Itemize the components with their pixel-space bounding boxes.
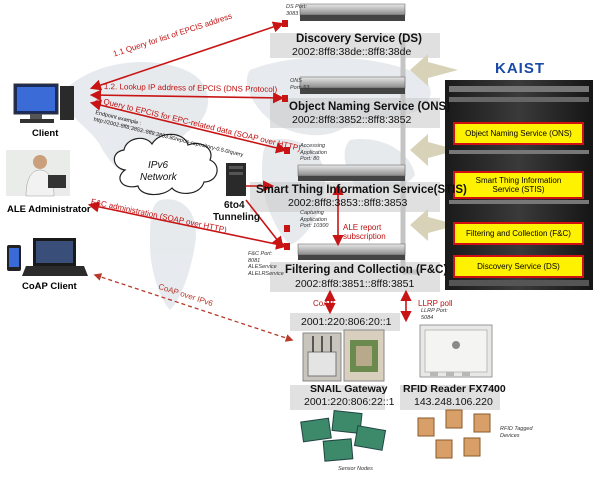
- arrow-query-ds: [89, 21, 285, 91]
- rack-box-stis: Smart Thing Information Service (STIS): [453, 171, 584, 199]
- ds-address: 2002:8ff8:38de::8ff8:38de: [292, 46, 412, 58]
- ale-administrator-label: ALE Administrator: [7, 204, 91, 215]
- main-arrows: [87, 21, 412, 323]
- ds-name: Discovery Service (DS): [296, 33, 422, 45]
- llrp-port: LLRP Port: 5084: [421, 308, 448, 321]
- rfid-tags-photo: [417, 409, 491, 459]
- coap-client-label: CoAP Client: [22, 281, 77, 292]
- gateway-name: SNAIL Gateway: [310, 383, 388, 395]
- server-ons: [299, 76, 406, 94]
- ons-address: 2002:8ff8:3852::8ff8:3852: [292, 114, 412, 126]
- rack-box-ons: Object Naming Service (ONS): [453, 122, 584, 145]
- client-computer-icon: [13, 83, 74, 123]
- rfid-reader-photo: [419, 324, 493, 378]
- ale-report-label: ALE report subscription: [343, 223, 386, 241]
- gateway-address-top: 2001:220:806:20::1: [301, 316, 392, 328]
- stis-address: 2002:8ff8:3853::8ff8:3853: [288, 197, 408, 209]
- rack-box-ds: Discovery Service (DS): [453, 255, 584, 278]
- tunnel-router-icon: [226, 163, 246, 196]
- rack-box-fnc: Filtering and Collection (F&C): [453, 222, 584, 245]
- sensor-nodes-label: Sensor Nodes: [338, 466, 373, 472]
- arrow-lookup-ons: [89, 89, 285, 104]
- reader-name: RFID Reader FX7400: [403, 383, 506, 395]
- ons-port: ONS Port: 53: [290, 78, 310, 91]
- server-fnc: [297, 243, 406, 260]
- tunnel-label-1: 6to4: [224, 200, 245, 211]
- fnc-name: Filtering and Collection (F&C): [285, 264, 448, 276]
- cloud-label-2: Network: [140, 172, 177, 183]
- server-stis: [297, 164, 406, 181]
- gateway-address: 2001:220:806:22::1: [304, 396, 395, 408]
- ds-port: DS Port: 3083: [286, 4, 307, 17]
- reader-address: 143.248.106.220: [414, 396, 493, 408]
- cloud-label-1: IPv6: [148, 160, 169, 171]
- snail-gateway-photos: [302, 329, 385, 382]
- arrow-query-epcis: [89, 99, 288, 154]
- arrow-fnc-admin: [87, 201, 288, 250]
- rack-connector-arrows: [410, 54, 458, 241]
- arrow-tunnel-fnc: [245, 199, 284, 248]
- coap-label: CoAP: [313, 299, 334, 308]
- kaist-logo: KAIST: [495, 60, 545, 77]
- server-ds: [299, 3, 406, 21]
- coap-client-laptop-icon: [7, 238, 88, 276]
- llrp-label: LLRP poll: [418, 299, 453, 308]
- fnc-port: F&C Port: 8081 ALEService ALELRService: [248, 251, 284, 277]
- client-label: Client: [32, 128, 59, 139]
- fnc-capture-port: Capturing Application Port: 10300: [300, 210, 329, 229]
- stis-port: Accessing Application Port: 80: [300, 143, 327, 162]
- arrow-coap-over-ipv6: [93, 273, 294, 342]
- sensor-nodes-photo: [300, 410, 387, 462]
- stis-name: Smart Thing Information Service(STIS): [256, 184, 467, 196]
- service-bands: [250, 33, 500, 410]
- ons-name: Object Naming Service (ONS): [289, 101, 451, 113]
- rfid-tags-label: RFID Tagged Devices: [500, 426, 533, 439]
- tunnel-label-2: Tunneling: [213, 212, 261, 223]
- ale-administrator-photo: [6, 150, 70, 197]
- fnc-address: 2002:8ff8:3851::8ff8:3851: [295, 278, 415, 290]
